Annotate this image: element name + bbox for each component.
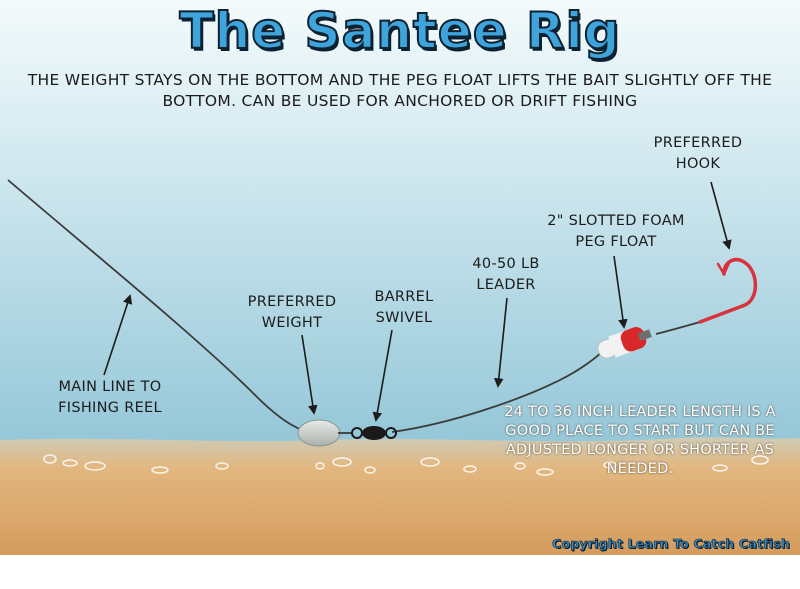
float-to-hook-line — [655, 321, 701, 335]
egg-weight — [297, 419, 341, 447]
float-arrow — [613, 255, 628, 329]
swivel-arrow — [372, 329, 393, 422]
barrel-swivel-label: BARREL SWIVEL — [374, 289, 434, 326]
page-title: The Santee Rig — [179, 1, 621, 61]
barrel-swivel — [338, 426, 397, 440]
pebbles — [43, 454, 769, 476]
leader-line — [391, 349, 605, 433]
main-line-label: MAIN LINE TO FISHING REEL — [58, 379, 162, 416]
main-line — [7, 179, 319, 435]
hook-arrow — [710, 181, 732, 250]
page-margin-bottom — [0, 555, 800, 589]
subtitle: THE WEIGHT STAYS ON THE BOTTOM AND THE P… — [27, 71, 773, 110]
lake-bottom — [0, 437, 800, 560]
water-background — [0, 0, 800, 470]
peg-float — [597, 327, 652, 359]
weight-arrow — [301, 334, 318, 415]
peg-float-label: 2" SLOTTED FOAM PEG FLOAT — [547, 213, 685, 250]
leader-arrow — [494, 297, 508, 388]
annotation-arrows — [103, 181, 732, 422]
main-line-arrow — [103, 294, 133, 376]
leader-label: 40-50 LB LEADER — [472, 256, 540, 293]
preferred-weight-label: PREFERRED WEIGHT — [247, 294, 337, 331]
hook — [698, 257, 758, 324]
preferred-hook-label: PREFERRED HOOK — [653, 135, 743, 172]
copyright-text: Copyright Learn To Catch Catfish — [552, 536, 790, 552]
leader-length-note: 24 TO 36 INCH LEADER LENGTH IS A GOOD PL… — [504, 404, 776, 477]
